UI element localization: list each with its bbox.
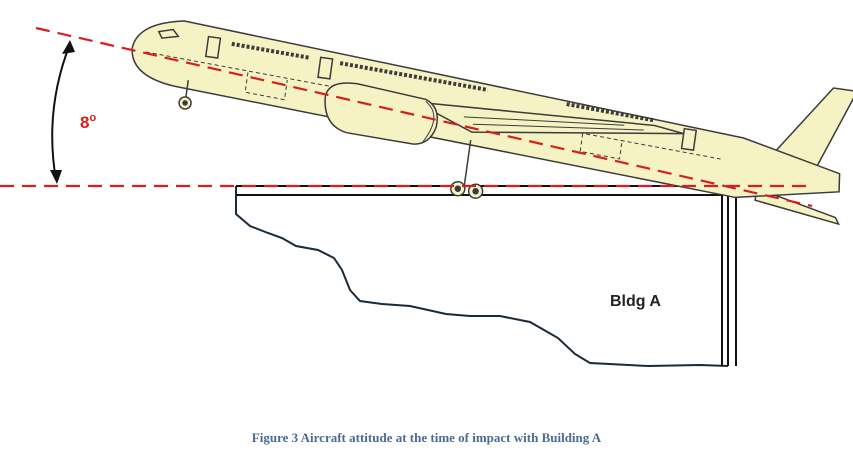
cabin-window-row-rear bbox=[566, 102, 656, 123]
main-gear-strut bbox=[463, 139, 472, 186]
main-gear-hub bbox=[454, 185, 462, 192]
nose-gear-hub bbox=[182, 100, 188, 106]
engine-nacelle bbox=[324, 82, 439, 145]
building-label: Bldg A bbox=[610, 293, 661, 310]
wing bbox=[415, 101, 684, 135]
cabin-window-row-mid bbox=[339, 61, 489, 92]
wing-flap-lines bbox=[463, 116, 644, 131]
door bbox=[204, 35, 222, 59]
pitch-angle-label: 8o bbox=[80, 112, 96, 132]
figure-caption: Figure 3 Aircraft attitude at the time o… bbox=[251, 430, 602, 445]
door bbox=[317, 56, 334, 80]
pitch-angle-indicator: 8o bbox=[50, 40, 96, 184]
cabin-window-row-front bbox=[231, 41, 311, 60]
building-ground-profile bbox=[235, 186, 729, 368]
angle-unit: o bbox=[89, 112, 96, 124]
aircraft-attitude-diagram: Bldg A bbox=[0, 20, 853, 368]
angle-arc bbox=[51, 43, 71, 181]
building-roof-wall-outer bbox=[236, 185, 729, 366]
building-roof-wall-inner bbox=[236, 194, 723, 366]
door bbox=[680, 127, 698, 151]
arc-arrowhead-bottom bbox=[50, 170, 62, 184]
aircraft bbox=[131, 20, 853, 226]
main-gear-hub bbox=[472, 187, 479, 195]
building-a: Bldg A bbox=[235, 185, 737, 368]
arc-arrowhead-top bbox=[62, 40, 75, 54]
cockpit-window bbox=[157, 28, 180, 39]
angle-value: 8 bbox=[80, 113, 89, 132]
fuselage-panel-lines bbox=[145, 51, 721, 160]
aircraft-attitude-line bbox=[35, 26, 813, 208]
